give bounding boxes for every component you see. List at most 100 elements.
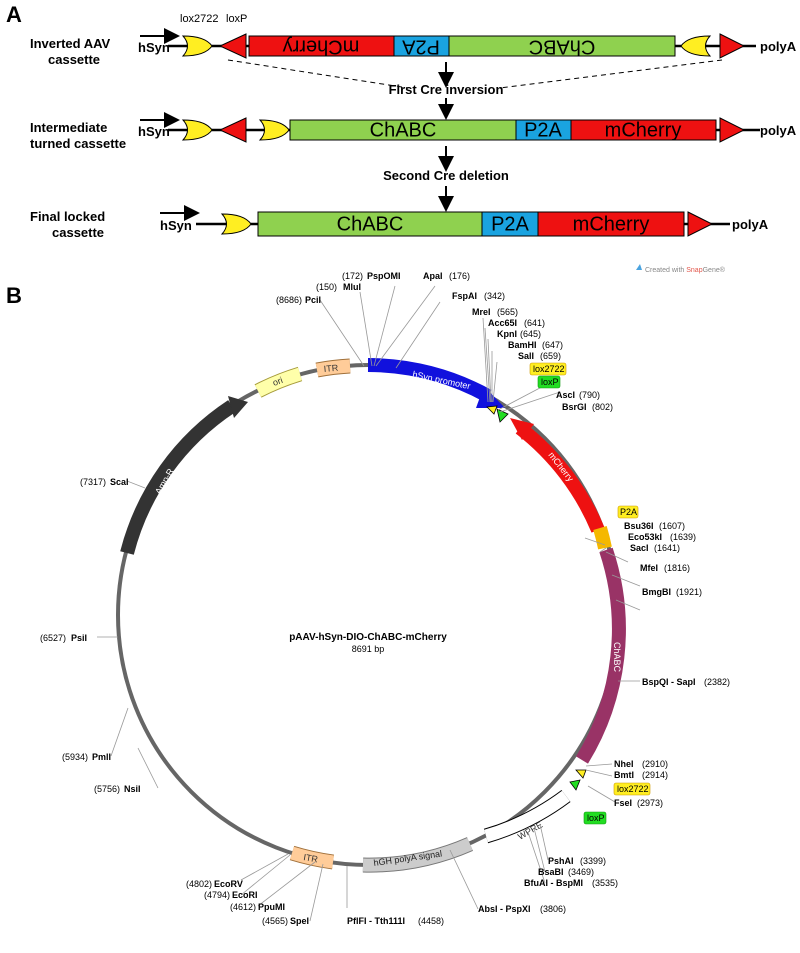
lox2722-site-icon	[258, 119, 290, 141]
site-pos: (2914)	[642, 770, 668, 780]
site-pos: (641)	[524, 318, 545, 328]
lox2722-site-icon	[575, 769, 587, 779]
p2a-ring-feature	[593, 526, 612, 550]
loxp-top-label: loxP	[226, 13, 247, 25]
site-pos: (5756)	[94, 784, 120, 794]
inversion-dash-left	[227, 59, 409, 89]
site-pos: (3535)	[592, 878, 618, 888]
mcherry-box	[570, 119, 717, 141]
promoter-label: hSyn	[160, 218, 192, 233]
site-name: Bsu36I	[624, 521, 654, 531]
site-pos: (2910)	[642, 759, 668, 769]
site-leader-lines	[97, 285, 641, 922]
site-name: BmgBI	[642, 587, 671, 597]
site-pos: (342)	[484, 291, 505, 301]
polya-label: polyA	[760, 39, 797, 54]
ampr-feature	[120, 400, 236, 555]
site-name: NsiI	[124, 784, 141, 794]
loxp-site-icon	[687, 211, 714, 237]
site-name: BfuAI - BspMI	[524, 878, 583, 888]
row-label-line1: Inverted AAV	[30, 36, 111, 51]
site-name: PsiI	[71, 633, 87, 643]
lox2722-site-icon	[680, 35, 712, 57]
loxp-tag: loxP	[587, 813, 605, 823]
p2a-label: P2A	[491, 213, 529, 235]
plasmid-size: 8691 bp	[352, 644, 385, 654]
site-name: MluI	[343, 282, 361, 292]
mcherry-inverted-label: mCherry	[283, 36, 360, 58]
loxp-tag: loxP	[541, 377, 559, 387]
site-pos: (3806)	[540, 904, 566, 914]
svg-text:Created with SnapGene®: Created with SnapGene®	[645, 266, 726, 274]
lox2722-tag: lox2722	[533, 364, 565, 374]
chabc-label: ChABC	[370, 119, 437, 141]
hsyn-promoter-feature	[367, 358, 492, 403]
restriction-site-labels: (8686) PciI (150) MluI (172) PspOMI ApaI…	[40, 271, 730, 926]
lox2722-site-icon	[181, 35, 213, 57]
cassette-row-final: Final locked cassette hSyn ChABC P2A mCh…	[30, 205, 769, 240]
lox2722-tag-box	[613, 782, 651, 796]
site-name: PflFI - Tth111I	[347, 916, 405, 926]
site-name: BmtI	[614, 770, 634, 780]
snapgene-credit: Created with SnapGene®	[636, 264, 726, 274]
site-name: BamHI	[508, 340, 537, 350]
itr-bottom-label: ITR	[303, 852, 320, 864]
panel-b-label: B	[6, 283, 22, 308]
snapgene-logo-icon	[636, 264, 642, 270]
site-pos: (4802)	[186, 879, 212, 889]
site-name: NheI	[614, 759, 634, 769]
p2a-inverted-label: P2A	[401, 36, 439, 58]
mcherry-arrowhead	[510, 418, 534, 440]
site-name: KpnI	[497, 329, 517, 339]
site-pos: (2973)	[637, 798, 663, 808]
site-name: ApaI	[423, 271, 443, 281]
itr-top-label: ITR	[323, 363, 339, 374]
lox2722-top-label: lox2722	[180, 13, 219, 25]
ampr-arrowhead	[228, 396, 248, 418]
ori-label: ori	[271, 375, 284, 388]
site-pos: (3469)	[568, 867, 594, 877]
site-name: PmlI	[92, 752, 111, 762]
step1-label: First Cre inversion	[389, 82, 504, 97]
site-pos: (802)	[592, 402, 613, 412]
chabc-ring-label: ChABC	[612, 642, 622, 673]
p2a-tag-box	[617, 505, 639, 519]
site-name: PciI	[305, 295, 321, 305]
site-pos: (5934)	[62, 752, 88, 762]
chabc-feature	[576, 547, 626, 764]
loxp-site-icon	[569, 779, 581, 791]
site-name: AbsI - PspXI	[478, 904, 531, 914]
loxp-site-icon	[719, 33, 746, 59]
site-name: BsaBI	[538, 867, 564, 877]
step2-label: Second Cre deletion	[383, 168, 509, 183]
site-pos: (1639)	[670, 532, 696, 542]
site-pos: (7317)	[80, 477, 106, 487]
panel-a-label: A	[6, 2, 22, 27]
chabc-label: ChABC	[337, 213, 404, 235]
row-label-line2: turned cassette	[30, 136, 126, 151]
site-name: SalI	[518, 351, 534, 361]
site-pos: (1641)	[654, 543, 680, 553]
ori-feature	[255, 367, 302, 397]
polya-label: polyA	[760, 123, 797, 138]
mcherry-label: mCherry	[573, 213, 650, 235]
loxp-tag-box	[583, 811, 607, 825]
site-name: AscI	[556, 390, 575, 400]
site-name: Acc65I	[488, 318, 517, 328]
site-pos: (172)	[342, 271, 363, 281]
site-name: BsrGI	[562, 402, 587, 412]
site-pos: (645)	[520, 329, 541, 339]
site-pos: (4458)	[418, 916, 444, 926]
row-label-line2: cassette	[48, 52, 100, 67]
credit-snap: Snap	[686, 267, 702, 274]
lox2722-tag: lox2722	[617, 784, 649, 794]
credit-prefix: Created with	[645, 267, 686, 274]
wpre-feature	[484, 790, 570, 843]
mcherry-box	[537, 211, 685, 237]
site-name: EcoRI	[232, 890, 258, 900]
site-name: EcoRV	[214, 879, 243, 889]
p2a-box	[481, 211, 539, 237]
site-name: MreI	[472, 307, 491, 317]
site-name: PpuMI	[258, 902, 285, 912]
site-name: FspAI	[452, 291, 477, 301]
